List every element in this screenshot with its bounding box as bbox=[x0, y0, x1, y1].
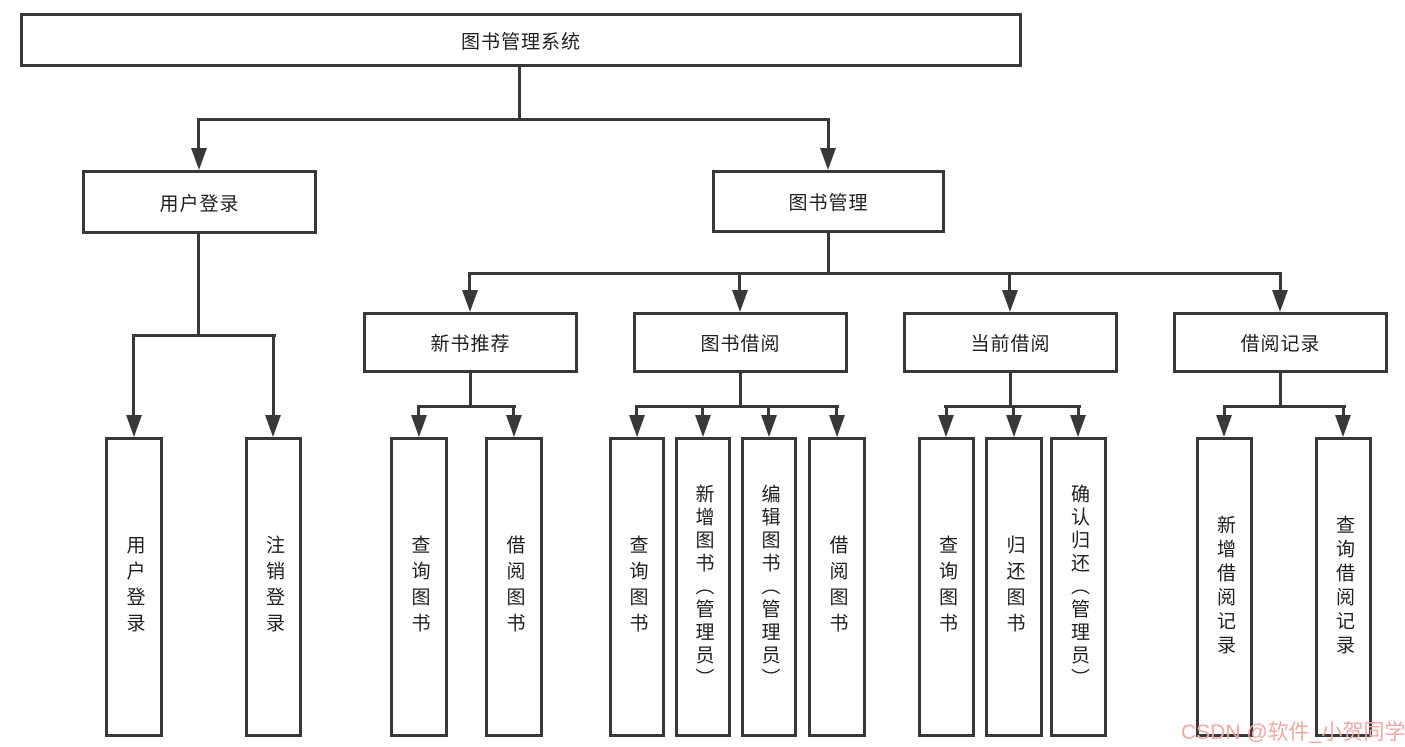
arrow-down-icon bbox=[829, 415, 845, 437]
connector-line bbox=[417, 405, 420, 419]
node-current-borrowing: 当前借阅 bbox=[903, 312, 1118, 373]
arrow-down-icon bbox=[1002, 290, 1018, 312]
connector-line bbox=[945, 405, 948, 419]
connector-line bbox=[738, 272, 741, 292]
connector-line bbox=[635, 405, 839, 408]
connector-line bbox=[1009, 373, 1012, 405]
connector-line bbox=[132, 334, 135, 419]
leaf-user-login: 用户登录 bbox=[105, 437, 163, 737]
connector-line bbox=[518, 67, 521, 118]
connector-line bbox=[1077, 405, 1080, 419]
node-book-management: 图书管理 bbox=[712, 170, 945, 233]
arrow-down-icon bbox=[1070, 415, 1086, 437]
arrow-down-icon bbox=[506, 415, 522, 437]
arrow-down-icon bbox=[191, 148, 207, 170]
leaf-return-books: 归还图书 bbox=[985, 437, 1043, 737]
leaf-query-books-1: 查询图书 bbox=[390, 437, 448, 737]
leaf-edit-books-admin: 编辑图书（管理员） bbox=[741, 437, 797, 737]
connector-line bbox=[739, 373, 742, 405]
leaf-borrow-books-1: 借阅图书 bbox=[485, 437, 543, 737]
connector-line bbox=[132, 334, 276, 337]
connector-line bbox=[1279, 272, 1282, 292]
connector-line bbox=[635, 405, 638, 419]
arrow-down-icon bbox=[1216, 415, 1232, 437]
arrow-down-icon bbox=[462, 290, 478, 312]
connector-line bbox=[1342, 405, 1345, 419]
leaf-query-borrow-record: 查询借阅记录 bbox=[1315, 437, 1372, 737]
arrow-down-icon bbox=[938, 415, 954, 437]
leaf-borrow-books-2: 借阅图书 bbox=[808, 437, 866, 737]
arrow-down-icon bbox=[126, 415, 142, 437]
leaf-logout: 注销登录 bbox=[245, 437, 302, 737]
connector-line bbox=[701, 405, 704, 419]
connector-line bbox=[417, 405, 516, 408]
node-new-book-recommendation: 新书推荐 bbox=[363, 312, 578, 373]
connector-line bbox=[469, 272, 1282, 275]
leaf-query-books-2: 查询图书 bbox=[609, 437, 665, 737]
connector-line bbox=[1279, 373, 1282, 405]
arrow-down-icon bbox=[1006, 415, 1022, 437]
leaf-confirm-return-admin: 确认归还（管理员） bbox=[1050, 437, 1107, 737]
connector-line bbox=[469, 373, 472, 405]
connector-line bbox=[827, 118, 830, 150]
arrow-down-icon bbox=[732, 290, 748, 312]
node-library-management-system: 图书管理系统 bbox=[20, 13, 1022, 67]
arrow-down-icon bbox=[411, 415, 427, 437]
connector-line bbox=[1008, 272, 1011, 292]
connector-line bbox=[197, 118, 829, 121]
leaf-add-books-admin: 新增图书（管理员） bbox=[675, 437, 731, 737]
connector-line bbox=[468, 272, 471, 292]
connector-line bbox=[197, 118, 200, 150]
connector-line bbox=[1223, 405, 1346, 408]
connector-line bbox=[512, 405, 515, 419]
arrow-down-icon bbox=[629, 415, 645, 437]
connector-line bbox=[1012, 405, 1015, 419]
node-user-login: 用户登录 bbox=[82, 170, 317, 234]
node-book-borrowing: 图书借阅 bbox=[633, 312, 848, 373]
arrow-down-icon bbox=[1272, 290, 1288, 312]
arrow-down-icon bbox=[820, 148, 836, 170]
watermark: CSDN @软件_小贺同学 bbox=[1181, 721, 1405, 744]
arrow-down-icon bbox=[265, 415, 281, 437]
arrow-down-icon bbox=[761, 415, 777, 437]
connector-line bbox=[272, 334, 275, 419]
connector-line bbox=[835, 405, 838, 419]
node-borrowing-records: 借阅记录 bbox=[1173, 312, 1388, 373]
leaf-add-borrow-record: 新增借阅记录 bbox=[1196, 437, 1253, 737]
arrow-down-icon bbox=[1335, 415, 1351, 437]
connector-line bbox=[1223, 405, 1226, 419]
leaf-query-books-3: 查询图书 bbox=[918, 437, 975, 737]
arrow-down-icon bbox=[695, 415, 711, 437]
connector-line bbox=[197, 234, 200, 334]
connector-line bbox=[767, 405, 770, 419]
connector-line bbox=[827, 233, 830, 272]
